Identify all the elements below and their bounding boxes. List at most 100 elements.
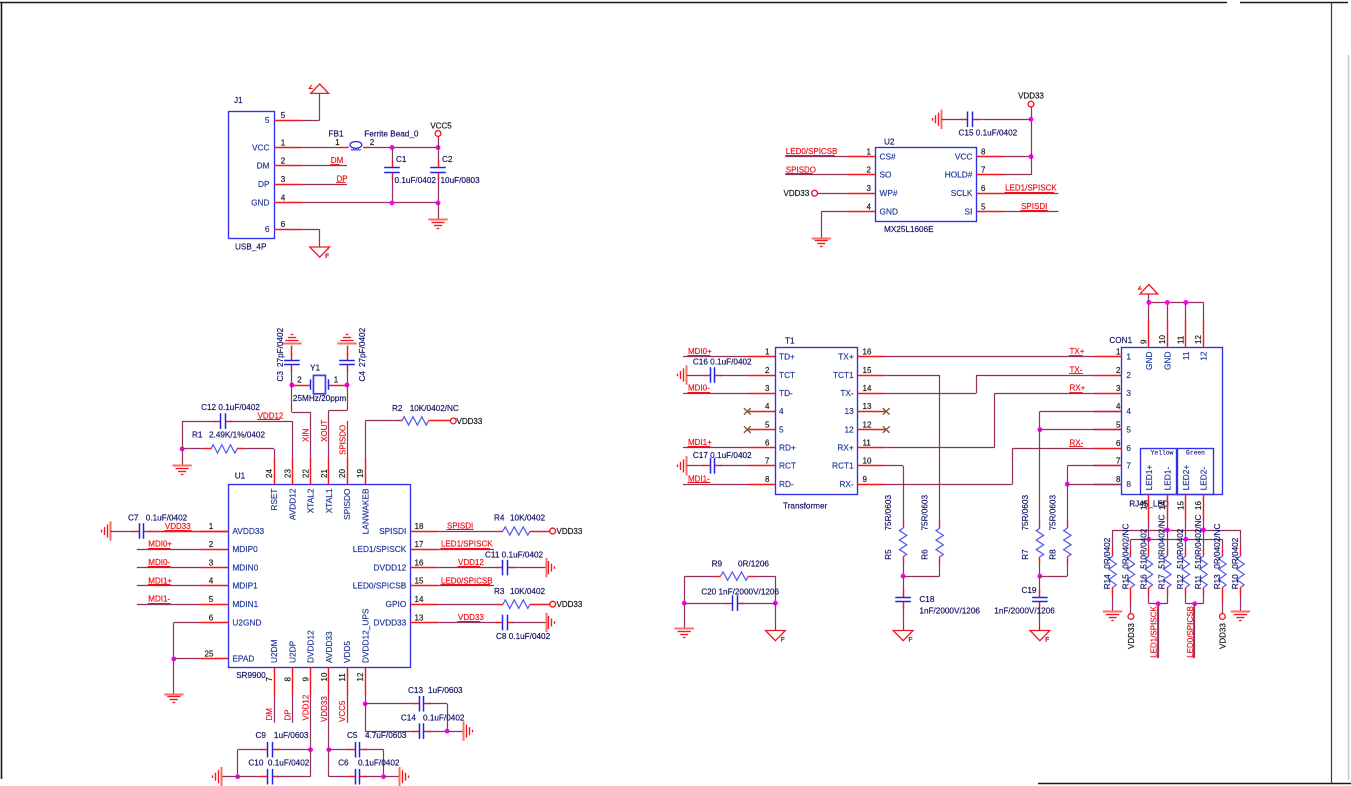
svg-text:DP: DP — [337, 175, 348, 184]
svg-text:1: 1 — [281, 138, 286, 147]
svg-text:11: 11 — [863, 439, 872, 448]
svg-text:U2: U2 — [884, 137, 895, 146]
svg-text:SI: SI — [965, 206, 973, 216]
svg-text:C12 0.1uF/0402: C12 0.1uF/0402 — [201, 403, 260, 412]
svg-text:VDD33: VDD33 — [458, 613, 484, 622]
svg-text:4: 4 — [867, 202, 872, 211]
svg-text:C5: C5 — [347, 731, 358, 740]
svg-text:3: 3 — [281, 175, 286, 184]
svg-text:R9: R9 — [712, 559, 723, 568]
svg-text:16: 16 — [415, 558, 424, 567]
svg-text:RD-: RD- — [779, 479, 794, 489]
svg-text:1nF/2000V/1206: 1nF/2000V/1206 — [994, 607, 1055, 616]
svg-text:510R/0402: 510R/0402 — [1139, 528, 1148, 569]
svg-text:0R/0402/NC: 0R/0402/NC — [1213, 524, 1222, 569]
svg-text:DP: DP — [284, 709, 293, 720]
svg-text:16: 16 — [863, 348, 872, 357]
svg-text:R10: R10 — [1231, 574, 1240, 589]
svg-text:C17 0.1uF/0402: C17 0.1uF/0402 — [693, 451, 752, 460]
svg-text:VDD33: VDD33 — [1018, 92, 1044, 101]
svg-text:TX-: TX- — [1070, 365, 1083, 374]
svg-text:17: 17 — [415, 540, 424, 549]
svg-text:MDI0-: MDI0- — [688, 384, 710, 393]
svg-text:10: 10 — [320, 672, 329, 681]
svg-text:7: 7 — [981, 166, 986, 175]
svg-text:6: 6 — [281, 220, 286, 229]
svg-text:13: 13 — [415, 613, 424, 622]
svg-text:4: 4 — [209, 577, 214, 586]
svg-text:2: 2 — [1126, 370, 1131, 380]
svg-text:GND: GND — [251, 198, 269, 208]
svg-text:6: 6 — [765, 439, 770, 448]
svg-text:1: 1 — [334, 376, 339, 385]
svg-text:C19: C19 — [1021, 586, 1036, 595]
svg-text:5: 5 — [1116, 420, 1121, 429]
svg-text:DM: DM — [257, 161, 270, 171]
svg-text:14: 14 — [863, 384, 872, 393]
svg-text:0.1uF/0402: 0.1uF/0402 — [423, 713, 465, 722]
svg-text:21: 21 — [320, 469, 329, 478]
svg-text:15: 15 — [863, 366, 872, 375]
svg-text:RSET: RSET — [269, 489, 279, 511]
svg-text:VDD33: VDD33 — [165, 522, 191, 531]
svg-text:23: 23 — [283, 469, 292, 478]
svg-text:DVDD12_UPS: DVDD12_UPS — [360, 608, 370, 663]
svg-text:10K/0402: 10K/0402 — [510, 514, 546, 523]
svg-text:R15: R15 — [1121, 574, 1130, 589]
svg-text:DVDD12: DVDD12 — [374, 562, 407, 572]
svg-text:5: 5 — [281, 111, 286, 120]
svg-text:XTAL1: XTAL1 — [324, 488, 334, 513]
svg-text:SPISDO: SPISDO — [342, 488, 352, 520]
svg-text:18: 18 — [415, 522, 424, 531]
svg-text:13: 13 — [1139, 501, 1148, 510]
svg-text:C9: C9 — [256, 731, 267, 740]
svg-text:13: 13 — [844, 406, 854, 416]
svg-text:MDIP1: MDIP1 — [232, 581, 258, 591]
svg-text:VDD12: VDD12 — [258, 412, 284, 421]
svg-text:T1: T1 — [785, 337, 795, 346]
svg-text:LANWAKEB: LANWAKEB — [360, 488, 370, 534]
svg-text:9: 9 — [1140, 339, 1149, 344]
svg-text:RD+: RD+ — [779, 443, 796, 453]
svg-text:F: F — [909, 636, 913, 643]
svg-text:10uF/0803: 10uF/0803 — [441, 176, 481, 185]
svg-text:75R/0603: 75R/0603 — [1048, 495, 1057, 531]
svg-text:GPIO: GPIO — [386, 599, 407, 609]
svg-text:C18: C18 — [919, 595, 934, 604]
svg-text:2.49K/1%/0402: 2.49K/1%/0402 — [209, 430, 265, 439]
svg-text:EPAD: EPAD — [232, 654, 254, 664]
svg-text:9: 9 — [863, 475, 868, 484]
svg-text:VDD12: VDD12 — [302, 694, 311, 720]
svg-text:TCT: TCT — [779, 370, 795, 380]
svg-text:J1: J1 — [234, 96, 243, 105]
svg-text:12: 12 — [844, 424, 854, 434]
svg-text:8: 8 — [283, 677, 292, 682]
svg-text:MDI0-: MDI0- — [148, 558, 170, 567]
svg-text:SCLK: SCLK — [951, 188, 973, 198]
svg-text:13: 13 — [863, 402, 872, 411]
svg-text:MDI1-: MDI1- — [148, 595, 170, 604]
svg-text:DVDD33: DVDD33 — [374, 617, 407, 627]
svg-text:R13: R13 — [1213, 574, 1222, 589]
svg-text:LED1/SPISCK: LED1/SPISCK — [1005, 184, 1057, 193]
svg-text:LED0/SPICSB: LED0/SPICSB — [353, 581, 407, 591]
svg-text:MDI1-: MDI1- — [688, 475, 710, 484]
svg-text:LED1+: LED1+ — [1144, 465, 1154, 491]
svg-text:R6: R6 — [921, 549, 930, 560]
svg-text:C11 0.1uF/0402: C11 0.1uF/0402 — [485, 551, 544, 560]
svg-text:6: 6 — [209, 613, 214, 622]
svg-text:LED1/SPISCK: LED1/SPISCK — [1149, 606, 1158, 658]
svg-text:5: 5 — [209, 595, 214, 604]
svg-text:USB_4P: USB_4P — [235, 243, 267, 252]
svg-text:6: 6 — [265, 224, 270, 234]
svg-text:VDD12: VDD12 — [458, 558, 484, 567]
svg-text:1uF/0603: 1uF/0603 — [428, 686, 463, 695]
svg-text:25MHz/20ppm: 25MHz/20ppm — [293, 394, 346, 403]
svg-text:15: 15 — [415, 577, 424, 586]
svg-text:SPISDI: SPISDI — [1021, 202, 1047, 211]
svg-text:2: 2 — [765, 366, 770, 375]
svg-text:4: 4 — [765, 402, 770, 411]
svg-text:C16 0.1uF/0402: C16 0.1uF/0402 — [693, 357, 752, 366]
svg-text:2: 2 — [867, 166, 872, 175]
svg-text:1: 1 — [765, 348, 770, 357]
